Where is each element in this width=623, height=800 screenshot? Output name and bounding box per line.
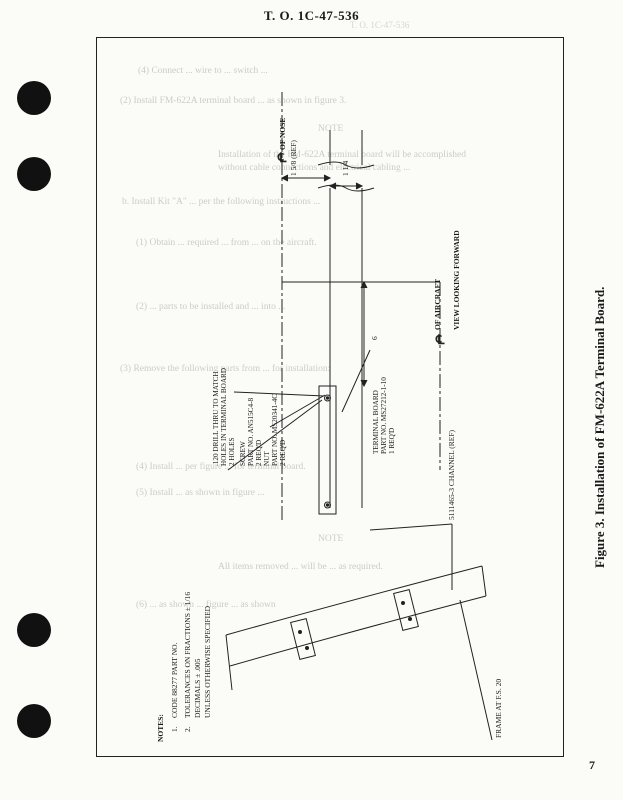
label-dim-6: 6 bbox=[370, 336, 379, 340]
page-number: 7 bbox=[589, 758, 595, 772]
bleed-header: T. O. 1C-47-536 bbox=[350, 20, 410, 30]
svg-text:℄: ℄ bbox=[435, 332, 445, 347]
binder-hole bbox=[17, 704, 51, 738]
figure-caption: Figure 3. Installation of FM-622A Termin… bbox=[592, 286, 607, 568]
label-cl-nose: OF NOSE bbox=[278, 117, 287, 150]
binder-hole bbox=[17, 157, 51, 191]
frame-curve bbox=[225, 565, 487, 667]
figure-border bbox=[96, 37, 564, 757]
label-dim-1-1-4: 1 1/4 bbox=[341, 160, 350, 176]
binder-hole bbox=[17, 613, 51, 647]
label-channel: 5111465-3 CHANNEL (REF) bbox=[447, 430, 456, 520]
label-view: VIEW LOOKING FORWARD bbox=[452, 230, 461, 330]
binder-hole bbox=[17, 81, 51, 115]
label-dim-1-5-8: 1 5/8 (REF) bbox=[289, 140, 298, 176]
label-frame: FRAME AT F.S. 20 bbox=[494, 678, 503, 738]
channel-break bbox=[317, 161, 375, 192]
label-cl-aircraft: OF AIRCRAFT bbox=[433, 278, 442, 330]
notes-heading: NOTES: bbox=[156, 714, 165, 742]
svg-text:℄: ℄ bbox=[277, 150, 287, 165]
to-number: T. O. 1C-47-536 bbox=[263, 8, 360, 23]
terminal-board bbox=[318, 385, 337, 515]
channel-outline bbox=[329, 130, 363, 508]
